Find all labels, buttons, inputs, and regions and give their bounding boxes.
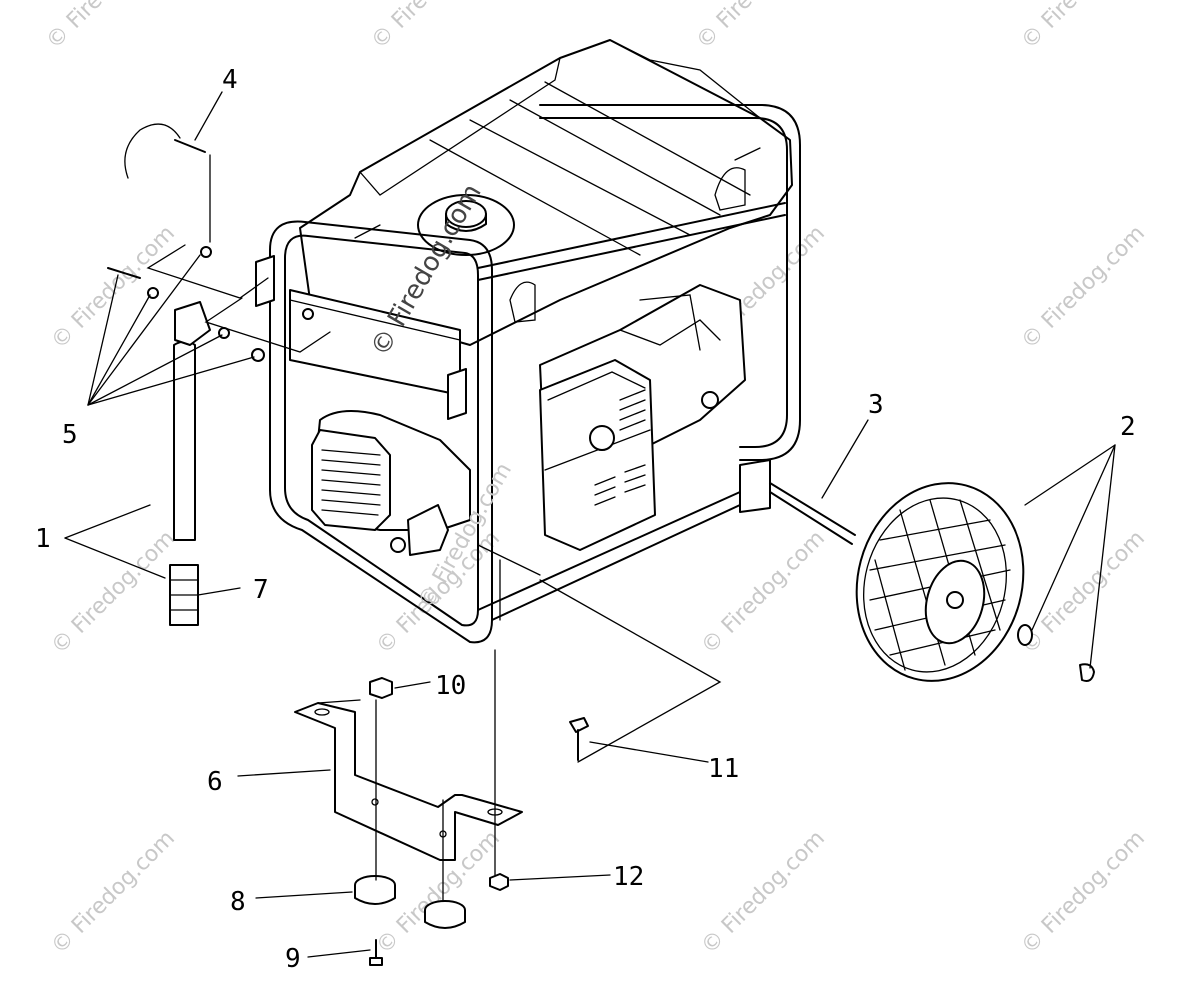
washer [302,308,314,320]
handle-assembly [107,123,331,626]
base-bracket-assembly [294,649,589,966]
bolt [107,267,141,279]
muffler-outlet [589,425,615,451]
watermark: © Firedog.com [1017,221,1150,354]
watermark: © Firedog.com [367,0,500,54]
callout-8: 8 [230,887,246,917]
callout-labels: 1 2 3 4 5 6 7 8 9 10 11 12 [35,65,1136,974]
lanyard [124,123,181,179]
axle [769,482,856,536]
handle-bracket-rear [255,255,275,307]
callout-3: 3 [868,390,884,420]
callout-12: 12 [613,862,644,892]
callout-10: 10 [435,671,466,701]
wheel-assembly [769,482,1095,682]
base-bracket [294,702,523,861]
callout-7: 7 [253,575,269,605]
axle-bracket [739,459,771,513]
lock-nut [369,677,393,699]
callout-2: 2 [1120,412,1136,442]
washer [200,246,212,258]
watermark: © Firedog.com [697,826,830,959]
watermark: © Firedog.com [47,221,180,354]
watermark: © Firedog.com [47,826,180,959]
callout-1: 1 [35,524,51,554]
wheel-washer [1017,624,1033,646]
handle-hinge [174,301,211,346]
callout-4: 4 [222,65,238,95]
fuel-tank [299,39,793,346]
frame-rear-loop [539,104,801,461]
wheel-clip [1079,663,1095,682]
watermark: © Firedog.com [1017,826,1150,959]
frame-front-loop [269,220,493,644]
watermark: © Firedog.com [697,526,830,659]
callout-11: 11 [708,754,739,784]
muffler-vents [594,389,646,506]
lock-nut [489,873,509,891]
washer [147,287,159,299]
handle-tube [173,340,196,541]
handle-bracket-front [447,368,467,420]
watermark: © Firedog.com [47,526,180,659]
nut [251,348,265,362]
alternator-vents [321,449,381,516]
muffler [539,359,656,551]
callout-6: 6 [207,767,223,797]
hitch-pin [174,139,206,153]
callout-5: 5 [62,420,78,450]
watermark: © Firedog.com [1017,526,1150,659]
bolt [569,717,589,733]
watermark: © Firedog.com [42,0,175,54]
generator-assembly [255,39,801,644]
leader-lines [64,91,1116,958]
watermark: © Firedog.com [1017,0,1150,54]
callout-9: 9 [285,944,301,974]
wheel-hub [946,591,964,609]
watermark: © Firedog.com [692,0,825,54]
